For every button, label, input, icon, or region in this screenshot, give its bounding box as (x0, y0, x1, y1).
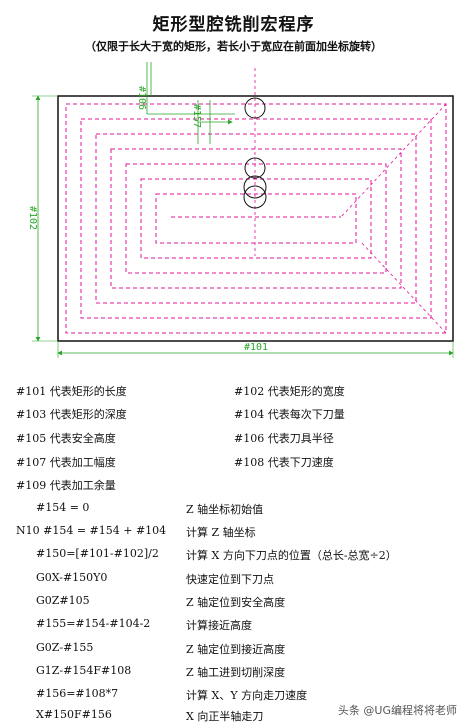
dim-101: #101 (57, 341, 454, 358)
page-subtitle: （仅限于长大于宽的矩形，若长小于宽应在前面加坐标旋转） (85, 40, 382, 53)
tool-circle (243, 185, 267, 209)
dim-157-label: #157 (191, 104, 202, 128)
code-comment: 快速定位到下刀点 (186, 573, 274, 586)
dim-106: #106 (136, 62, 235, 115)
pocket-drawing: #106 #157 #102 #101 (27, 62, 454, 358)
code-comment: X 向正半轴走刀 (186, 710, 264, 723)
code-comment: Z 轴定位到安全高度 (186, 596, 286, 609)
code-text: G0Z#105 (36, 594, 90, 607)
param-101: #101 代表矩形的长度 (16, 385, 127, 398)
code-comment: Z 轴定位到接近高度 (186, 643, 286, 656)
param-103: #103 代表矩形的深度 (16, 408, 127, 421)
toolpath-ring (80, 118, 432, 319)
code-text: #155=#154-#104-2 (36, 617, 151, 630)
param-109: #109 代表加工余量 (16, 479, 116, 492)
param-106: #106 代表刀具半径 (234, 432, 334, 445)
param-107: #107 代表加工幅度 (16, 456, 116, 469)
code-comment: 计算 X 方向下刀点的位置（总长-总宽÷2） (186, 549, 397, 562)
code-text: G0Z-#155 (36, 641, 94, 654)
dim-102-label: #102 (27, 206, 38, 230)
diagonal-guide (359, 240, 447, 334)
code-text: N10 #154 = #154 + #104 (16, 524, 167, 537)
code-text: #150=[#101-#102]/2 (36, 547, 159, 560)
param-105: #105 代表安全高度 (16, 432, 116, 445)
toolpath-ring (65, 103, 447, 334)
param-108: #108 代表下刀速度 (234, 456, 334, 469)
toolpath-ring (125, 163, 387, 274)
param-104: #104 代表每次下刀量 (234, 408, 345, 421)
code-text: #154 = 0 (36, 501, 90, 514)
toolpath-ring (155, 193, 357, 244)
toolpath-ring (110, 148, 402, 289)
code-text: G1Z-#154F#108 (36, 664, 132, 677)
toolpath-ring (140, 178, 372, 259)
code-comment: 计算接近高度 (186, 619, 252, 632)
page-title: 矩形型腔铣削宏程序 (152, 15, 315, 35)
param-102: #102 代表矩形的宽度 (234, 385, 345, 398)
code-comment: Z 轴坐标初始值 (186, 503, 264, 516)
code-comment: 计算 X、Y 方向走刀速度 (186, 689, 308, 702)
tool-circle (244, 157, 266, 179)
code-comment: Z 轴工进到切削深度 (186, 666, 286, 679)
diagonal-guide (340, 103, 447, 218)
code-text: #156=#108*7 (36, 687, 119, 700)
code-comment: 计算 Z 轴坐标 (186, 526, 256, 539)
tool-circle (244, 97, 266, 119)
watermark: 头条 @UG编程将将老师 (337, 704, 457, 717)
code-text: G0X-#150Y0 (36, 571, 108, 584)
toolpath-rings (65, 103, 447, 334)
code-text: X#150F#156 (36, 708, 112, 721)
pocket-outline (57, 95, 454, 342)
tool-circle (243, 175, 267, 199)
dim-102: #102 (27, 95, 58, 342)
dim-157: #157 (191, 100, 233, 144)
dim-101-label: #101 (244, 342, 268, 353)
toolpath-ring (95, 133, 417, 304)
dim-106-label: #106 (136, 86, 147, 110)
